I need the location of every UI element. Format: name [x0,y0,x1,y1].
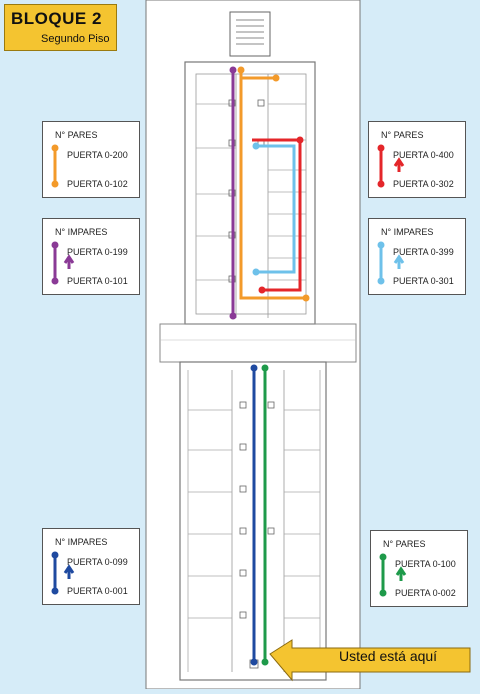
legend-bottom-door: PUERTA 0-101 [67,276,128,286]
legend-pares-100: N° PARES PUERTA 0-100 PUERTA 0-002 [370,530,468,607]
red-route-endpoint [296,136,304,144]
red-route-endpoint [258,286,266,294]
title-box: BLOQUE 2 Segundo Piso [4,4,117,51]
legend-top-door: PUERTA 0-099 [67,557,128,567]
legend-top-door: PUERTA 0-199 [67,247,128,257]
green-route-endpoint [261,658,269,666]
legend-top-door: PUERTA 0-399 [393,247,454,257]
legend-header: N° IMPARES [55,537,108,547]
purple-route-endpoint [229,66,237,74]
legend-pares-400: N° PARES PUERTA 0-400 PUERTA 0-302 [368,121,466,198]
legend-bottom-door: PUERTA 0-001 [67,586,128,596]
legend-top-door: PUERTA 0-100 [395,559,456,569]
you-are-here-label: Usted está aquí [295,641,465,675]
legend-header: N° PARES [55,130,98,140]
you-are-here-arrow [269,639,471,682]
legend-pares-200: N° PARES PUERTA 0-200 PUERTA 0-102 [42,121,140,198]
light-blue-route-endpoint [252,142,260,150]
purple-route-endpoint [229,312,237,320]
red-route [252,138,302,292]
legend-top-door: PUERTA 0-400 [393,150,454,160]
legend-header: N° IMPARES [55,227,108,237]
legend-bottom-door: PUERTA 0-301 [393,276,454,286]
legend-top-door: PUERTA 0-200 [67,150,128,160]
green-route-endpoint [261,364,269,372]
legend-impares-399: N° IMPARES PUERTA 0-399 PUERTA 0-301 [368,218,466,295]
lower-wing-outline [179,361,327,681]
route-lines [229,66,310,666]
stairs-icon [236,19,264,45]
legend-header: N° PARES [381,130,424,140]
purple-route-icon [51,241,75,285]
orange-route-endpoint [302,294,310,302]
dark-blue-route-endpoint [250,658,258,666]
dark-blue-route-icon [51,551,75,595]
orange-route [239,70,306,300]
orange-route-icon [51,144,59,188]
dark-blue-route-endpoint [250,364,258,372]
legend-header: N° PARES [383,539,426,549]
orange-route-endpoint [237,66,245,74]
stair-tower [229,11,271,57]
you-are-here-text: Usted está aquí [339,648,438,664]
legend-header: N° IMPARES [381,227,434,237]
light-blue-route [256,144,296,274]
red-route-icon [377,144,405,188]
light-blue-route-endpoint [252,268,260,276]
light-blue-route-icon [377,241,405,285]
legend-impares-099: N° IMPARES PUERTA 0-099 PUERTA 0-001 [42,528,140,605]
legend-bottom-door: PUERTA 0-302 [393,179,454,189]
title-main: BLOQUE 2 [11,9,102,28]
legend-bottom-door: PUERTA 0-102 [67,179,128,189]
legend-impares-199: N° IMPARES PUERTA 0-199 PUERTA 0-101 [42,218,140,295]
green-route-icon [379,553,407,597]
title-sub: Segundo Piso [41,33,110,45]
orange-route-branch-endpoint [272,74,280,82]
legend-bottom-door: PUERTA 0-002 [395,588,456,598]
lower-room-dividers [187,370,321,672]
